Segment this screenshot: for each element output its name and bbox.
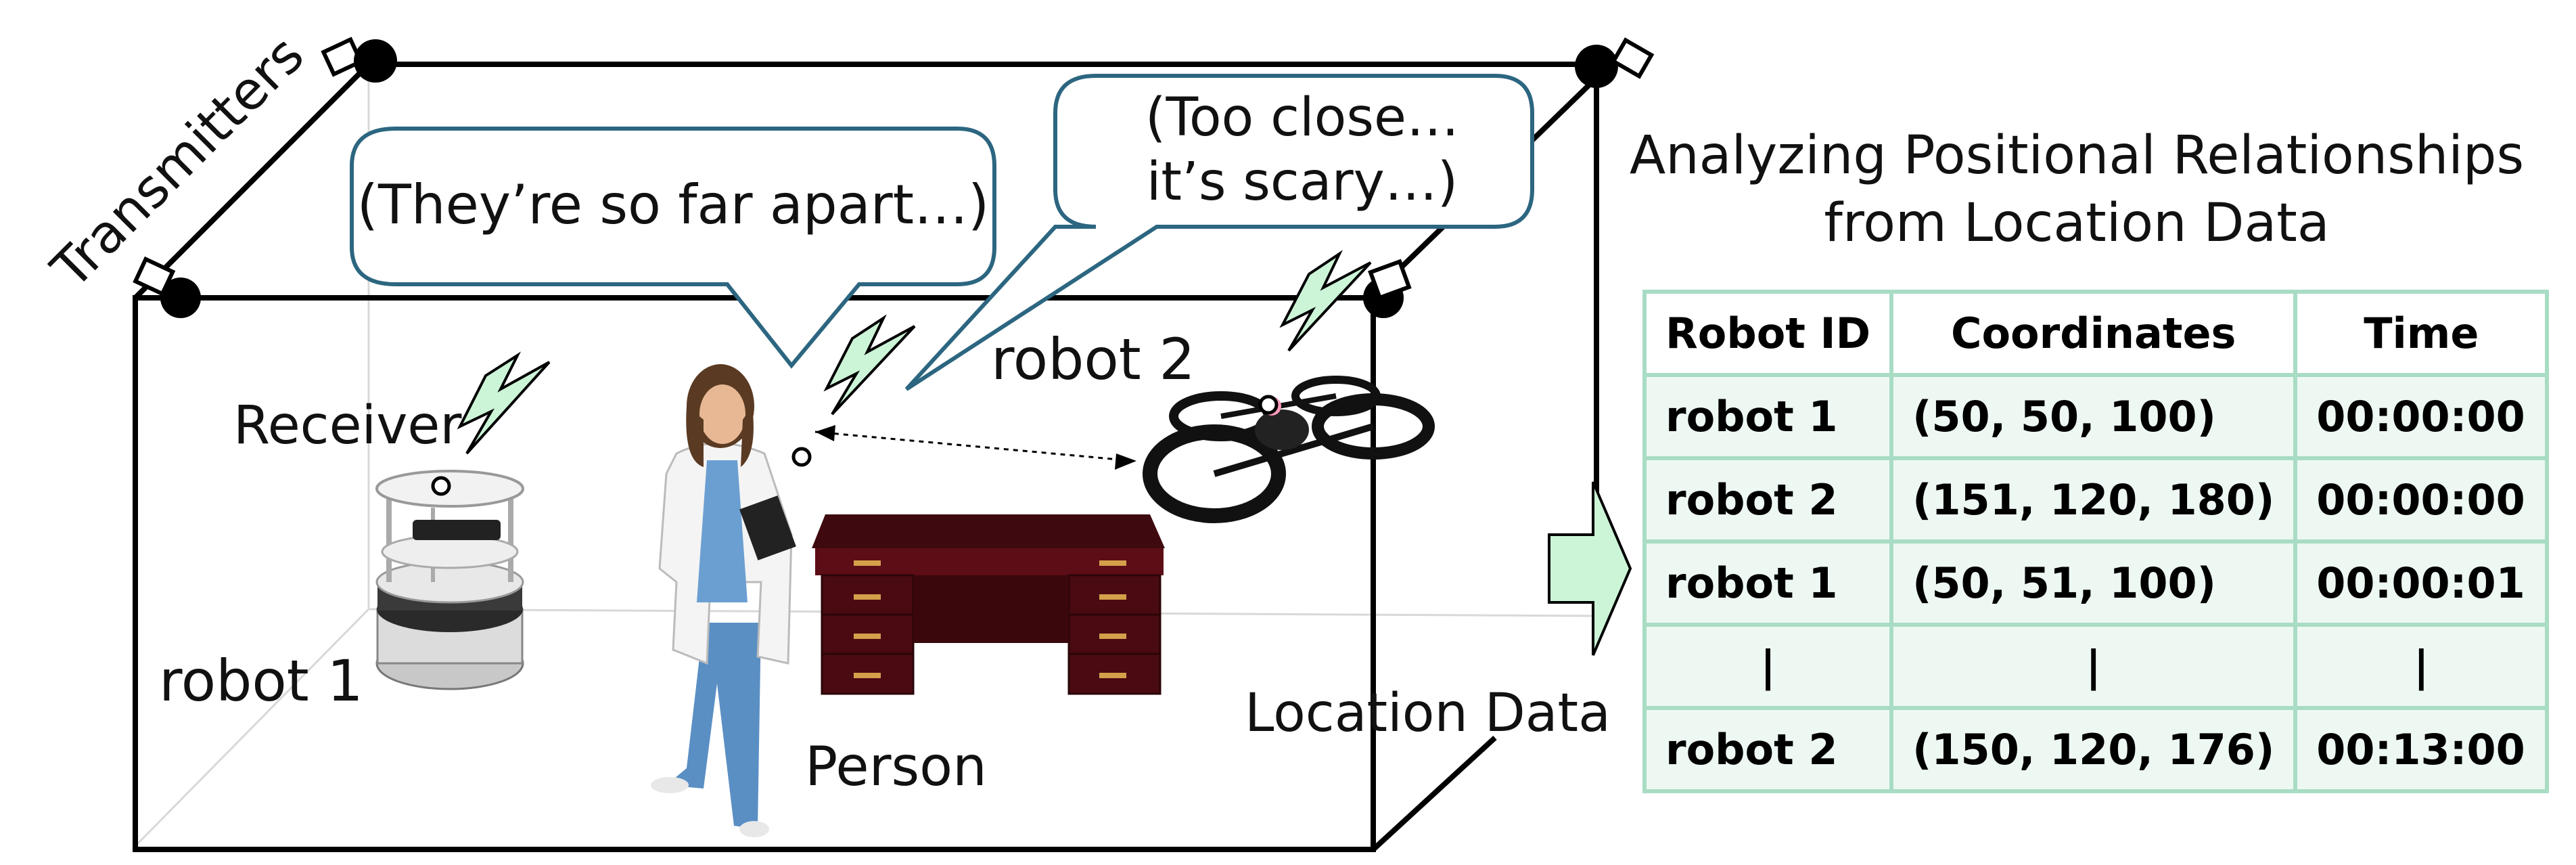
receiver-marker <box>1258 395 1279 415</box>
transmitter-icon <box>133 256 201 318</box>
receiver-marker <box>431 476 451 496</box>
table-row: robot 1 (50, 50, 100) 00:00:00 <box>1642 373 2550 460</box>
receiver-label: Receiver <box>233 395 462 456</box>
lightning-icon <box>823 314 916 416</box>
robot-1-label: robot 1 <box>159 648 363 714</box>
bubble-right-line1: (Too close… <box>1145 87 1459 148</box>
cell-time: 00:00:00 <box>2293 456 2550 544</box>
cell-coordinates: (50, 50, 100) <box>1889 373 2298 460</box>
cell-ellipsis: | <box>2293 623 2550 710</box>
transmitter-icon <box>321 37 397 83</box>
receiver-marker <box>791 447 812 467</box>
lightning-icon <box>1279 250 1372 352</box>
cell-time: 00:13:00 <box>2293 706 2550 793</box>
desk-illustration <box>812 514 1165 695</box>
location-data-table: Robot ID Coordinates Time robot 1 (50, 5… <box>1642 290 2550 793</box>
person-illustration <box>651 364 796 837</box>
robot-2-label: robot 2 <box>991 326 1195 393</box>
cell-robot-id: robot 1 <box>1642 539 1894 627</box>
robot-1-illustration <box>375 470 524 690</box>
cell-coordinates: (50, 51, 100) <box>1889 539 2298 627</box>
robot-2-drone-illustration <box>1143 376 1435 523</box>
cell-coordinates: (151, 120, 180) <box>1889 456 2298 544</box>
transmitter-icon <box>1363 259 1412 318</box>
cell-robot-id: robot 2 <box>1642 456 1894 544</box>
panel-title-line-1: Analyzing Positional Relationships <box>1629 125 2525 186</box>
distance-arrow <box>814 425 1136 470</box>
panel-title-line-2: from Location Data <box>1824 193 2330 254</box>
transmitters-label: Transmitters <box>40 24 316 301</box>
cell-time: 00:00:01 <box>2293 539 2550 627</box>
table-row: robot 1 (50, 51, 100) 00:00:01 <box>1642 539 2550 627</box>
cell-time: 00:00:00 <box>2293 373 2550 460</box>
transmitter-icon <box>1575 37 1655 88</box>
speech-bubble-left: (They’re so far apart…) <box>350 127 996 369</box>
person-label: Person <box>805 735 987 798</box>
header-robot-id: Robot ID <box>1642 290 1894 377</box>
cell-coordinates: (150, 120, 176) <box>1889 706 2298 793</box>
table-row: robot 2 (151, 120, 180) 00:00:00 <box>1642 456 2550 544</box>
table-row: robot 2 (150, 120, 176) 00:13:00 <box>1642 706 2550 793</box>
table-header-row: Robot ID Coordinates Time <box>1642 290 2550 377</box>
lightning-icon <box>457 351 551 455</box>
bubble-left-text: (They’re so far apart…) <box>357 173 989 236</box>
header-time: Time <box>2293 290 2550 377</box>
location-data-label: Location Data <box>1245 683 1611 744</box>
header-coordinates: Coordinates <box>1889 290 2298 377</box>
cell-ellipsis: | <box>1642 623 1894 710</box>
cell-ellipsis: | <box>1889 623 2298 710</box>
table-row-ellipsis: | | | <box>1642 623 2550 710</box>
bubble-right-line2: it’s scary…) <box>1147 152 1458 213</box>
cell-robot-id: robot 1 <box>1642 373 1894 460</box>
cell-robot-id: robot 2 <box>1642 706 1894 793</box>
panel-title: Analyzing Positional Relationships from … <box>1617 122 2537 257</box>
speech-bubble-right: (Too close… it’s scary…) <box>904 74 1534 391</box>
location-data-arrow <box>1548 481 1632 656</box>
